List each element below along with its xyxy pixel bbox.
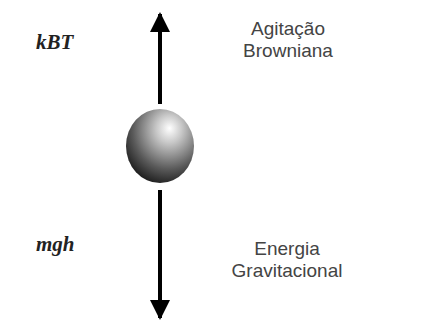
sphere: [126, 109, 194, 183]
arrow-up: [158, 14, 162, 104]
arrow-down: [158, 190, 162, 318]
energy-symbol: kBT: [36, 30, 73, 55]
caption-text: Agitação Browniana: [218, 18, 358, 62]
energy-symbol: mgh: [36, 232, 75, 257]
caption-text: Energia Gravitacional: [212, 238, 362, 282]
